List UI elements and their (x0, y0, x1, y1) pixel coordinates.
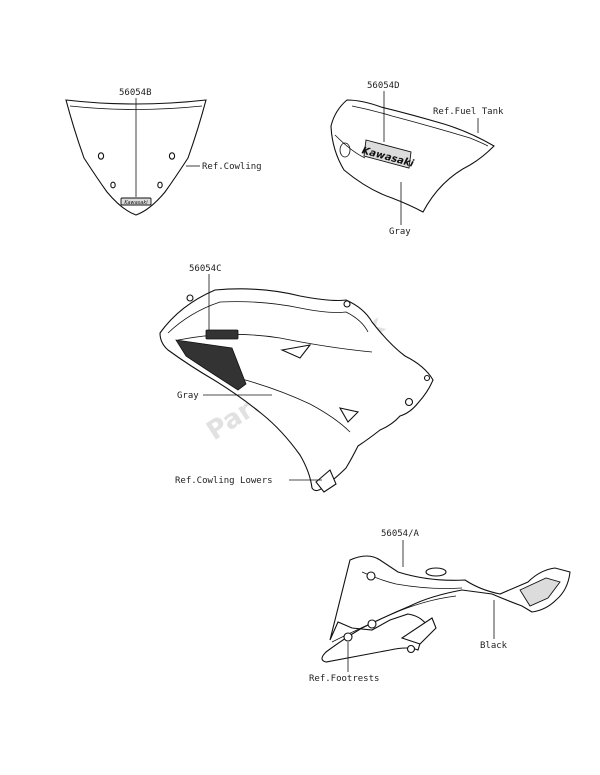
frame-mount-hole-3 (367, 619, 377, 629)
frame-cover-group: 56054/A Black Ref.Footrests (309, 529, 571, 684)
windscreen-group: Kawasaki 56054B Ref.Cowling (65, 88, 262, 216)
frame-mount-hole-4 (406, 644, 416, 654)
cowling-vent (280, 344, 312, 359)
tank-cover-inner-edge (351, 105, 489, 147)
cowling-stripe-lower (237, 377, 351, 433)
cowling-dark-panel (175, 339, 247, 391)
frame-cover (321, 555, 571, 663)
windscreen-mount-hole-right-low (157, 181, 163, 189)
frame-cover-lower-bracket (400, 617, 437, 645)
cowling-bolt-2 (343, 300, 351, 308)
tank-cover-lower-edge (334, 134, 366, 159)
cowling-panel (159, 288, 434, 492)
windscreen-ref-label: Ref.Cowling (202, 162, 262, 172)
cowling-ref-label: Ref.Cowling Lowers (175, 476, 273, 486)
cowling-decal (205, 329, 239, 340)
cowling-tip (315, 469, 337, 493)
windscreen-top-edge (69, 105, 203, 110)
frame-color-label: Black (480, 641, 508, 651)
tank-part-number: 56054D (367, 81, 400, 91)
tank-color-label: Gray (389, 227, 411, 237)
tank-cover (330, 99, 495, 213)
windscreen-mount-hole-right (168, 152, 176, 160)
cowling-bolt-1 (186, 294, 194, 302)
tank-ref-label: Ref.Fuel Tank (433, 107, 504, 117)
fuel-tank-group: Kawasaki 56054D Ref.Fuel Tank Gray (330, 81, 504, 237)
cowling-part-number: 56054C (189, 264, 222, 274)
tank-decal (363, 139, 412, 169)
cowling-vent-2 (338, 407, 360, 423)
cowling-bolt-4 (423, 374, 431, 382)
frame-ref-label: Ref.Footrests (309, 674, 379, 684)
cowling-upper-edge (167, 301, 369, 334)
frame-cover-logo-area (425, 567, 447, 577)
frame-mount-hole-2 (343, 632, 353, 642)
windscreen-part-number: 56054B (119, 88, 152, 98)
windscreen-mount-hole-left-low (110, 181, 116, 189)
frame-part-number: 56054/A (381, 529, 420, 539)
windscreen-mount-hole-left (97, 152, 105, 160)
frame-cover-rear-decal (519, 577, 561, 607)
cowling-color-label: Gray (177, 391, 199, 401)
cowling-group: 56054C Gray Ref.Cowling Lowers (159, 264, 434, 493)
cowling-bolt-3 (404, 397, 414, 407)
tank-vent (339, 142, 351, 158)
frame-mount-hole-1 (366, 571, 376, 581)
windscreen-decal (120, 197, 152, 206)
windscreen-decal-text: Kawasaki (124, 200, 148, 206)
